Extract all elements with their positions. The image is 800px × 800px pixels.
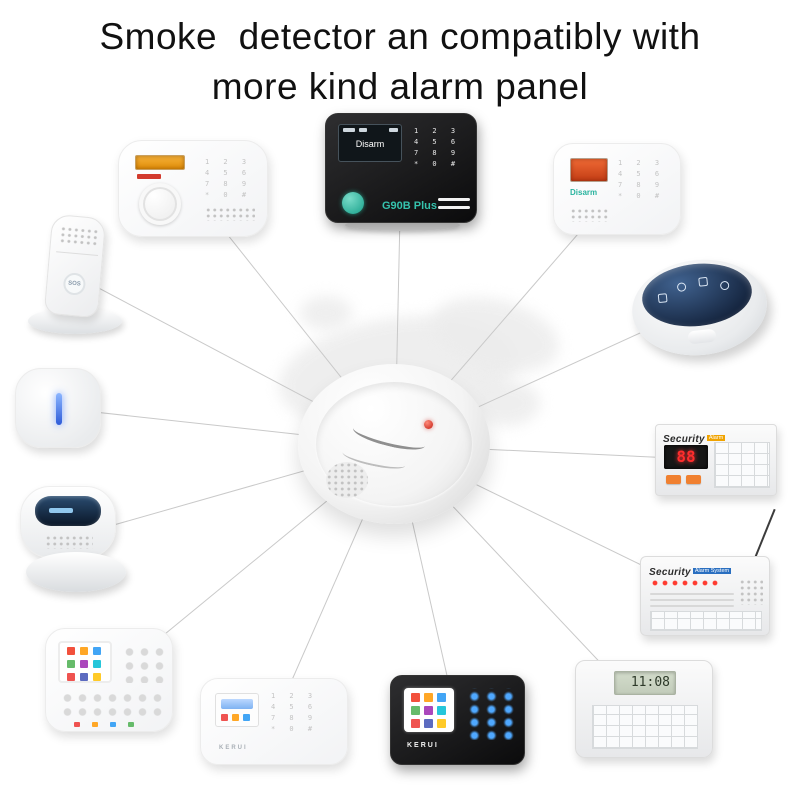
lock-icon [698,276,709,287]
brand-label: Security [663,434,705,445]
keypad-row: 1 2 3 [618,159,665,167]
lcd-clock: 11:08 [614,671,676,695]
lcd-screen [570,158,608,182]
signal-icon [343,128,355,132]
keypad-row: 7 8 9 [205,180,252,188]
speaker-slot [438,206,470,209]
sos-button: SOS [62,272,87,296]
crease-line [56,251,99,256]
status-led-row [650,579,722,587]
brand-label: KERUI [407,742,439,749]
brand-label: Security [649,567,691,578]
side-keys [739,579,763,605]
function-keys [205,207,255,221]
lcd-screen [135,155,185,170]
keypad-row: 1 2 3 [205,158,252,166]
blue-led-slit [56,393,62,425]
lcd-keypad-panel: 11:08 [575,660,713,758]
keypad-row: 7 8 9 [618,181,665,189]
phone-icon [657,293,668,304]
touch-keypad [463,688,515,740]
screen-banner [221,699,253,709]
zone-labels [650,589,734,611]
arm-icon [676,282,687,293]
keypad-row: * 0 # [205,191,252,199]
kerui-white-panel: 1 2 3 4 5 6 7 8 9 * 0 # KERUI [200,678,348,765]
app-icons [67,647,75,655]
speaker-grille [326,462,368,498]
disarm-button [686,475,701,484]
keypad-row: 4 5 6 [414,138,461,146]
speaker-holes [58,225,99,247]
screen-status: Disarm [355,139,385,149]
keypad-grid [714,442,770,488]
battery-icon [389,128,398,132]
alarm-led [424,420,433,429]
touch-keys-right [120,643,164,683]
keypad: 1 2 3 4 5 6 7 8 9 * 0 # [618,158,664,202]
color-screen [215,693,259,727]
remote-body: SOS [43,213,107,319]
keypad-row: * 0 # [618,192,665,200]
keypad-row: * 0 # [414,160,461,168]
title-line-1: Smoke detector an compatibly with [99,16,701,57]
keypad-row: * 0 # [271,725,318,733]
touch-keys-bottom [58,689,164,719]
keypad-row: 1 2 3 [271,692,318,700]
hub-display [35,496,101,526]
keypad-row: 4 5 6 [205,169,252,177]
speaker-slot [438,198,470,201]
keypad-row: 4 5 6 [271,703,318,711]
splash-blob [300,296,352,330]
keypad-row: 7 8 9 [271,714,318,722]
arm-button [666,475,681,484]
title-line-2: more kind alarm panel [211,65,589,107]
square-siren [15,368,101,448]
function-keys [570,208,610,222]
display-segment [49,508,73,513]
keypad-strip [650,611,762,631]
kerui-black-panel: KERUI [390,675,525,765]
app-screen-panel [45,628,173,732]
keypad: 1 2 3 4 5 6 7 8 9 * 0 # [205,157,251,201]
keypad-row: 7 8 9 [414,149,461,157]
panel-body: Disarm 1 2 3 4 5 6 7 8 9 * 0 # G90B Plus [325,113,477,223]
keypad-row: 1 2 3 [414,127,461,135]
keypad-row: 4 5 6 [618,170,665,178]
keypad: 1 2 3 4 5 6 7 8 9 * 0 # [414,126,460,170]
hub-body [20,486,116,558]
alarm-panel-red-lcd: Disarm 1 2 3 4 5 6 7 8 9 * 0 # [553,143,681,235]
poster-title: Smoke detector an compatibly with more k… [0,12,800,112]
hub-speaker-holes [45,535,93,549]
function-icon-row [74,722,80,727]
brand-label: KERUI [219,745,248,751]
keypad: 1 2 3 4 5 6 7 8 9 * 0 # [271,691,317,735]
detector-body [298,364,490,524]
brand-tag: Alarm System [692,568,732,574]
color-screen [404,688,454,732]
dial-button [139,183,181,225]
hub-saucer [26,552,126,592]
keypad-grid [592,705,698,749]
bell-icon [719,280,730,291]
screen-icons [221,714,228,721]
screen-status: Disarm [570,188,598,197]
wifi-icon [359,128,367,132]
panel-screen: Disarm [338,124,402,162]
alarm-panel-orange-lcd: 1 2 3 4 5 6 7 8 9 * 0 # [118,140,268,237]
model-label: G90B Plus [382,200,438,212]
led-display: 88 [664,445,708,469]
brand-tag: Alarm [706,435,726,441]
sos-round-button [342,192,364,214]
red-label [137,174,161,179]
color-screen [58,641,112,683]
app-icons [411,693,420,702]
